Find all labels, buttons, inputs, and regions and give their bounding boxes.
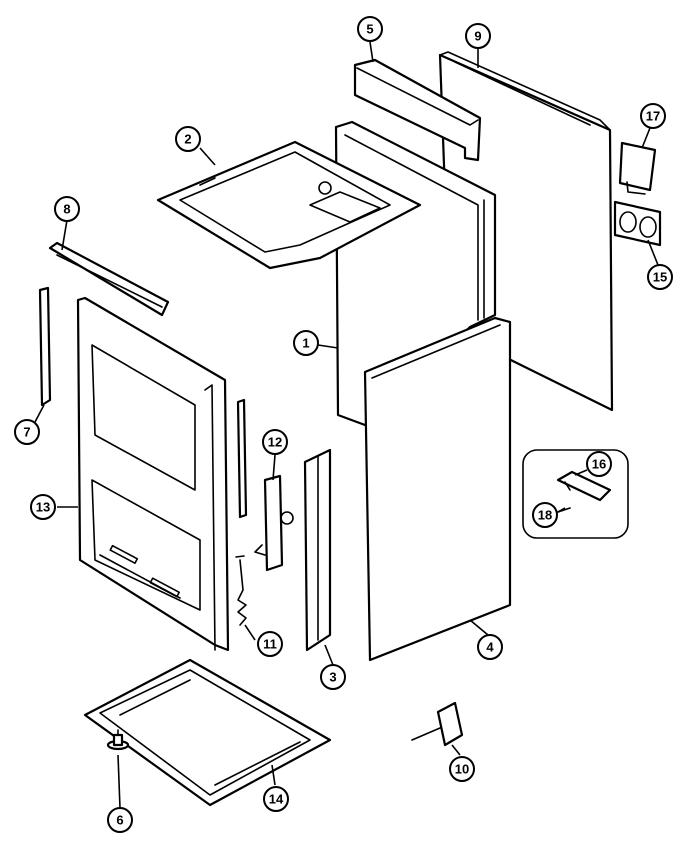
svg-text:3: 3 [329, 670, 336, 685]
callout-3: 3 [320, 664, 346, 690]
part-2-top-cover [156, 140, 422, 270]
callout-2: 2 [175, 126, 201, 152]
svg-text:18: 18 [538, 508, 552, 523]
svg-text:1: 1 [302, 336, 309, 351]
part-5-top-rear-panel [353, 58, 482, 162]
part-11-spring [235, 555, 247, 626]
part-17-plate [618, 141, 657, 195]
callout-10: 10 [449, 756, 475, 782]
callout-8: 8 [54, 196, 80, 222]
callout-1: 1 [293, 330, 319, 356]
part-6-leveling-leg [106, 729, 130, 751]
svg-text:5: 5 [366, 22, 373, 37]
part-15-bracket [613, 200, 662, 247]
part-3-channel [303, 448, 332, 652]
svg-text:4: 4 [486, 640, 494, 655]
callout-17: 17 [640, 103, 666, 129]
callout-4: 4 [477, 634, 503, 660]
svg-text:14: 14 [269, 792, 284, 807]
callout-18: 18 [532, 502, 558, 528]
svg-text:8: 8 [63, 202, 70, 217]
svg-text:7: 7 [23, 425, 30, 440]
svg-text:6: 6 [116, 813, 123, 828]
svg-text:2: 2 [184, 132, 191, 147]
svg-text:15: 15 [653, 270, 667, 285]
part-8-trim-strip [48, 241, 170, 317]
part-12-hinge [254, 474, 294, 572]
frame-side-strip [236, 398, 248, 519]
part-4-side-panel [363, 316, 512, 662]
callout-5: 5 [357, 16, 383, 42]
svg-text:16: 16 [592, 457, 606, 472]
callout-6: 6 [107, 807, 133, 833]
callout-16: 16 [586, 451, 612, 477]
leader-lines [34, 41, 659, 809]
part-13-front-frame [76, 296, 230, 652]
svg-text:10: 10 [455, 762, 469, 777]
callout-15: 15 [647, 264, 673, 290]
parts-16-18-inset [522, 449, 629, 539]
callout-14: 14 [263, 786, 289, 812]
part-14-bottom-panel [83, 658, 332, 807]
callout-13: 13 [30, 494, 56, 520]
callout-9: 9 [465, 23, 491, 49]
svg-text:17: 17 [646, 109, 660, 124]
part-7-vertical-strip [38, 286, 52, 407]
svg-text:13: 13 [36, 500, 50, 515]
callout-7: 7 [14, 419, 40, 445]
svg-text:11: 11 [263, 637, 277, 652]
callout-12: 12 [262, 429, 288, 455]
callout-11: 11 [257, 631, 283, 657]
svg-text:9: 9 [474, 29, 481, 44]
svg-text:12: 12 [268, 435, 282, 450]
part-10-bracket [411, 701, 464, 747]
